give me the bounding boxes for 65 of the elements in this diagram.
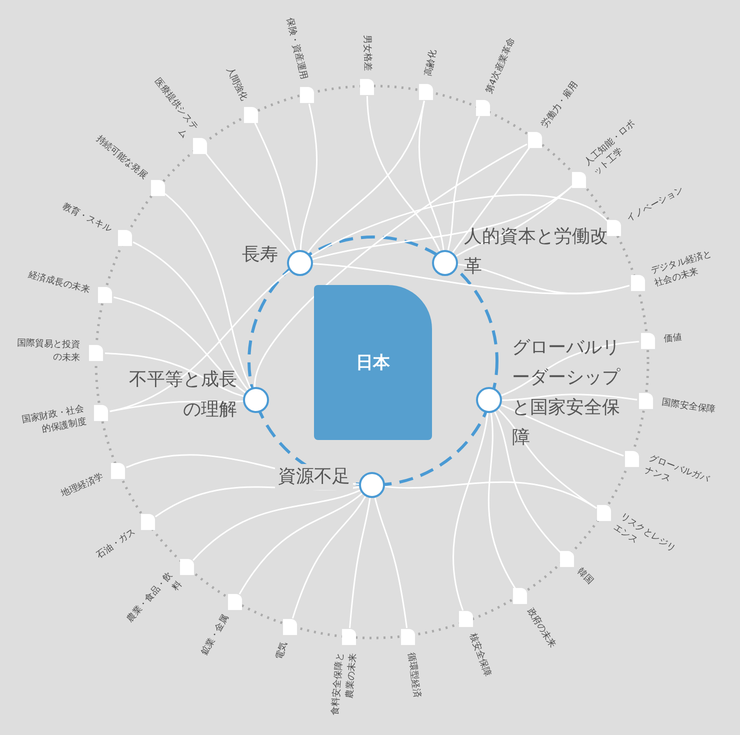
connector-line	[456, 185, 573, 257]
connector-line	[500, 404, 624, 457]
topic-label: 不平等と成長の理解	[128, 368, 237, 422]
topic-label: イノベーション	[624, 184, 686, 226]
connector-line	[292, 496, 366, 619]
connector-line	[488, 412, 516, 589]
topic-label: 男女格差	[360, 34, 374, 72]
connector-line	[164, 193, 252, 388]
topic-label: リスクとレジリエンス	[610, 510, 678, 556]
topic-label: 地理経済学	[59, 471, 106, 502]
topic-label: 経済成長の未来	[26, 269, 92, 298]
topic-label: 国際安全保障	[660, 396, 716, 418]
connector-line	[349, 498, 371, 628]
connector-line	[300, 104, 318, 250]
connector-line	[110, 270, 290, 412]
connector-line	[374, 497, 408, 628]
connector-line	[458, 264, 630, 294]
connector-line	[132, 241, 248, 390]
topic-label: 労働力・雇用	[539, 80, 582, 131]
topic-label: 保険・資産運用	[282, 16, 310, 81]
topic-label: 高齢化	[422, 48, 440, 78]
connector-line	[114, 296, 246, 394]
connector-line	[307, 100, 425, 254]
topic-label: 人的資本と労働改革	[464, 225, 609, 279]
connector-line	[192, 490, 360, 561]
topic-label: 電気	[274, 640, 291, 662]
connector-line	[238, 492, 363, 595]
connector-line	[502, 394, 638, 401]
topic-label: 韓国	[574, 566, 596, 588]
topic-label: 医療提供システム	[151, 76, 200, 142]
topic-label: 核安全保障	[466, 632, 494, 679]
topic-label: 資源不足	[275, 464, 353, 490]
topic-label: 人間強化	[223, 65, 250, 104]
connector-line	[500, 340, 640, 396]
connector-line	[310, 194, 608, 257]
connector-line	[452, 412, 488, 611]
topic-label: 食料安全保障と農業の未来	[329, 652, 360, 718]
connector-line	[384, 481, 597, 509]
connector-line	[366, 96, 440, 252]
topic-label: 価値	[663, 332, 682, 346]
topic-label: 石油・ガス	[94, 526, 139, 563]
connector-line	[104, 352, 244, 398]
connector-line	[452, 146, 530, 253]
topic-label: 持続可能な発展	[92, 133, 150, 183]
topic-label: 第4次産業革命	[483, 36, 518, 96]
country-box: 日本	[314, 285, 432, 440]
connector-line	[254, 144, 528, 388]
topic-label: 農業・食品・飲料	[124, 570, 186, 626]
topic-label: 人工知能・ロボット工学	[582, 118, 638, 180]
connector-line	[494, 411, 562, 554]
connector-line	[498, 408, 597, 509]
topic-label: 国家財政・社会的保護制度	[20, 403, 88, 438]
topic-label: グローバルリーダーシップと国家安全保障	[512, 336, 622, 450]
topic-label: グローバルガバナンス	[642, 452, 712, 487]
topic-label: 循環型経済	[404, 652, 422, 698]
connector-line	[447, 116, 480, 251]
connector-line	[418, 100, 444, 250]
connector-line	[312, 185, 573, 260]
topic-label: デジタル経済と社会の未来	[650, 248, 714, 291]
connector-line	[254, 122, 297, 251]
connector-line	[205, 152, 292, 254]
topic-label: 国際貿易と投資の未来	[16, 337, 80, 366]
topic-label: 政府の未来	[524, 606, 558, 652]
topic-label: 教育・スキル	[60, 200, 114, 237]
topic-label: 鉱業・金属	[199, 612, 232, 658]
